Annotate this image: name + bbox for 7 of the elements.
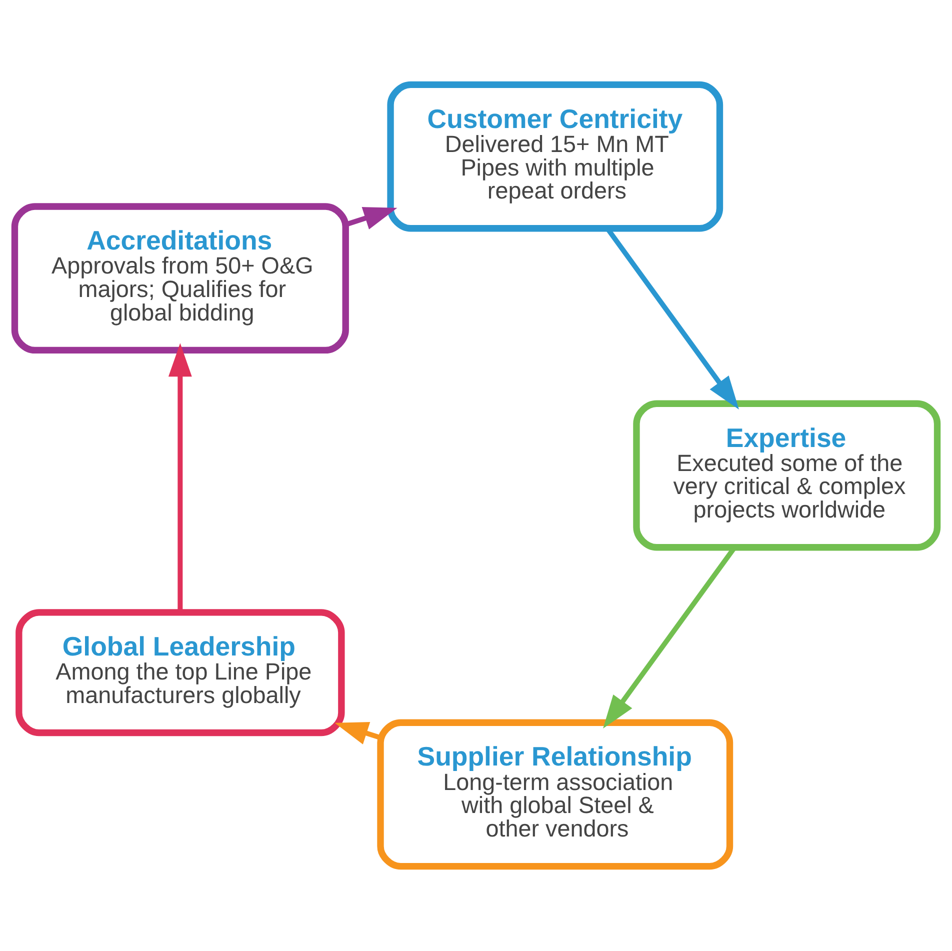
node-box: Supplier Relationship Long-term association with global Steel & other vendors xyxy=(377,719,734,870)
arrow xyxy=(334,722,382,744)
node-box: Expertise Executed some of the very critical & complex projects worldwide xyxy=(633,400,941,551)
node-box: Accreditations Approvals from 50+ O&G majors; Qualifies for global bidding xyxy=(11,203,349,354)
arrow xyxy=(168,343,192,612)
node-box: Customer Centricity Delivered 15+ Mn MT Pipes with multiple repeat orders xyxy=(387,81,724,232)
node-box: Global Leadership Among the top Line Pipe manufacturers globally xyxy=(16,609,345,736)
